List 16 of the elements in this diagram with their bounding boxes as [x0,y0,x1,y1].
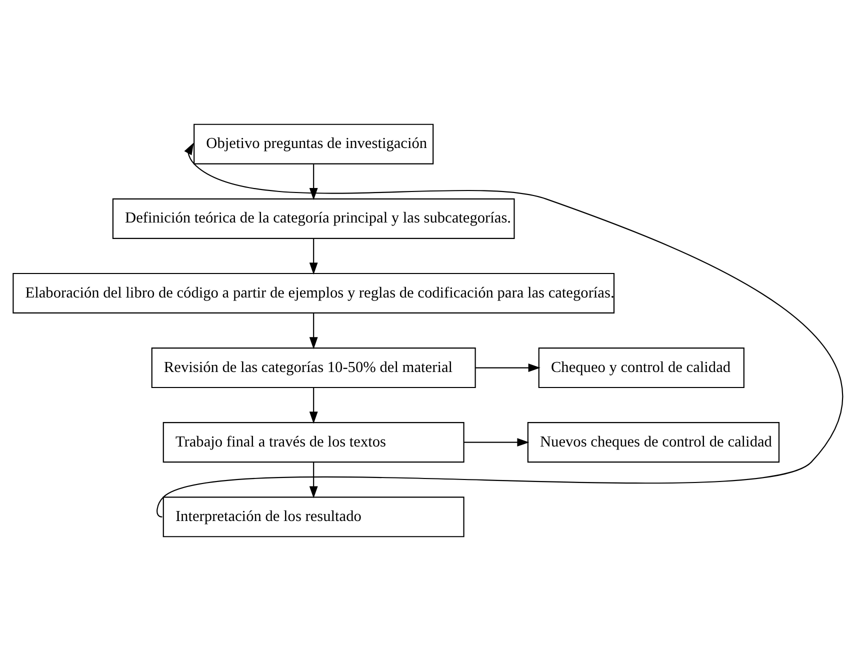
arrow [158,142,842,517]
node-box: Interpretación de los resultado [162,496,464,537]
arrow [309,462,318,498]
node-box: Definición teórica de la categoría principal y las subcategorías. [112,198,515,238]
arrow [309,238,318,274]
arrow [464,438,530,446]
node-box: Elaboración del libro de código a partir de ejemplos y reglas de codificación para las categorías. [12,272,615,313]
node-box: Chequeo y control de calidad [538,347,744,388]
arrow [309,312,318,349]
arrow [309,164,318,200]
node-box: Trabajo final a través de los textos [162,422,464,462]
arrow [476,363,540,372]
node-box: Nuevos cheques de control de calidad [527,422,780,462]
arrow [309,387,318,424]
node-box: Objetivo preguntas de investigación [194,123,434,164]
node-box: Revisión de las categorías 10-50% del material [151,347,476,388]
